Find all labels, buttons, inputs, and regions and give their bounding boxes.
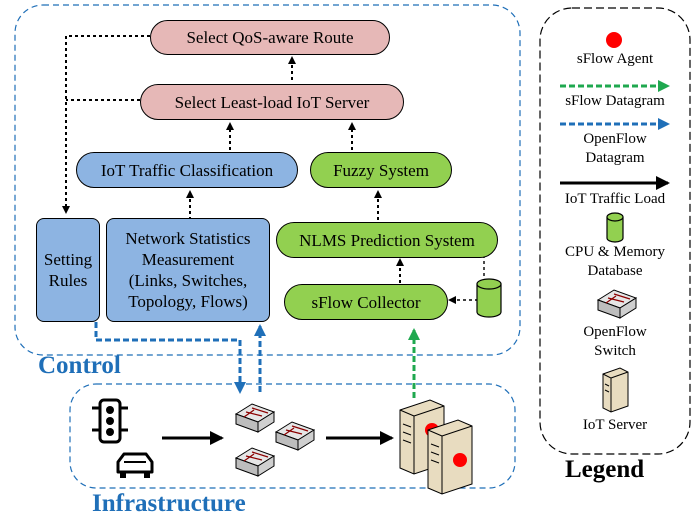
sflow-collector-label: sFlow Collector: [311, 292, 421, 312]
sflow-agent-icon: [453, 453, 467, 467]
setting-rules-line-2: Rules: [48, 271, 88, 290]
openflow-switch-icon: [274, 421, 316, 451]
select-least-load-server-box: Select Least-load IoT Server: [140, 84, 404, 120]
network-statistics-line-2: Measurement: [141, 250, 235, 269]
control-flow-arrows: [62, 35, 485, 304]
nlms-prediction-box: NLMS Prediction System: [276, 222, 498, 258]
openflow-switch-icon: [234, 447, 276, 477]
legend-label-openflow-switch: OpenFlow Switch: [583, 324, 647, 359]
infrastructure-title: Infrastructure: [92, 490, 246, 517]
sflow-agent-icon: [606, 32, 622, 48]
cpu-memory-database-icon: [606, 212, 624, 243]
control-region: [14, 4, 521, 356]
nlms-prediction-label: NLMS Prediction System: [299, 230, 475, 250]
legend-label-sflow-datagram: sFlow Datagram: [565, 93, 665, 109]
legend-label-iot-traffic-load: IoT Traffic Load: [564, 191, 666, 207]
iot-traffic-classification-label: IoT Traffic Classification: [100, 160, 274, 180]
select-least-load-server-label: Select Least-load IoT Server: [174, 92, 370, 112]
openflow-datagram-arrows: [94, 322, 266, 394]
traffic-light-icon: [92, 398, 128, 444]
legend-region: [539, 7, 691, 455]
openflow-switch-icon: [596, 289, 638, 319]
cpu-memory-database-icon: [476, 278, 502, 318]
fuzzy-system-label: Fuzzy System: [333, 160, 429, 180]
select-qos-route-box: Select QoS-aware Route: [150, 20, 390, 55]
iot-traffic-classification-box: IoT Traffic Classification: [76, 152, 298, 188]
legend-label-cpu-memory-database: CPU & Memory Database: [564, 244, 665, 279]
setting-rules-box: Setting Rules: [36, 218, 100, 322]
network-statistics-line-1: Network Statistics: [125, 229, 251, 248]
fuzzy-system-box: Fuzzy System: [310, 152, 452, 188]
openflow-switch-icon: [234, 403, 276, 433]
iot-server-icon: [602, 367, 629, 413]
legend-label-sflow-agent: sFlow Agent: [576, 51, 654, 67]
legend-label-openflow-datagram: OpenFlow Datagram: [583, 131, 647, 166]
infrastructure-region: [69, 383, 516, 489]
legend-label-iot-server: IoT Server: [582, 417, 648, 433]
sflow-collector-box: sFlow Collector: [284, 284, 448, 320]
control-title: Control: [38, 352, 121, 379]
legend-title: Legend: [565, 456, 645, 483]
select-qos-route-label: Select QoS-aware Route: [186, 28, 354, 47]
network-statistics-line-4: Topology, Flows): [128, 292, 248, 311]
network-statistics-line-3: (Links, Switches,: [128, 271, 248, 290]
setting-rules-line-1: Setting: [43, 250, 93, 269]
iot-server-icon: [427, 419, 473, 495]
network-statistics-box: Network Statistics Measurement (Links, S…: [106, 218, 270, 322]
car-icon: [116, 452, 154, 478]
